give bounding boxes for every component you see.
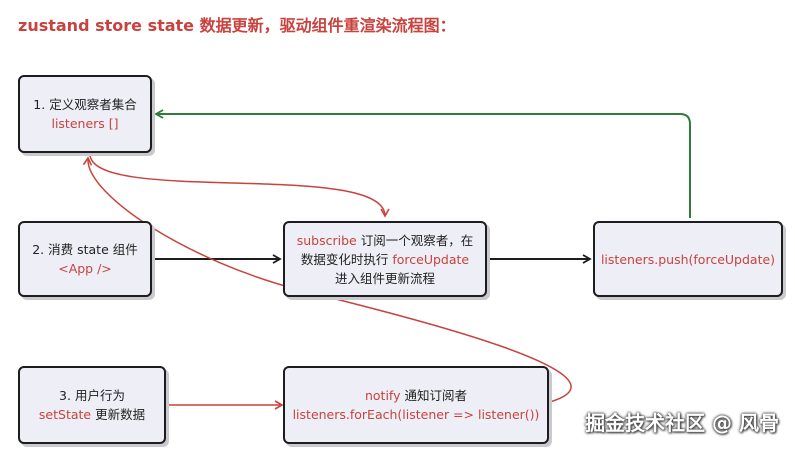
subscribe-keyword: subscribe bbox=[296, 232, 357, 248]
setstate-keyword: setState bbox=[38, 407, 92, 422]
notify-text: 通知订阅者 bbox=[400, 388, 467, 403]
subscribe-text-3: 进入组件更新流程 bbox=[334, 270, 435, 286]
watermark: 掘金技术社区 @ 风骨 bbox=[585, 411, 779, 435]
arrow-listeners-subscribe bbox=[85, 146, 390, 218]
listeners-node-title: 1. 定义观察者集合 bbox=[33, 97, 137, 112]
force-update-keyword: forceUpdate bbox=[392, 251, 470, 267]
user-action-node: 3. 用户行为 setState 更新数据 bbox=[18, 366, 166, 444]
user-action-text: 更新数据 bbox=[91, 407, 146, 422]
user-action-title: 3. 用户行为 bbox=[59, 388, 125, 403]
notify-keyword: notify bbox=[364, 388, 401, 403]
subscribe-node: subscribe 订阅一个观察者，在 数据变化时执行 forceUpdate … bbox=[283, 221, 487, 297]
listeners-node-code: listeners [] bbox=[51, 116, 119, 131]
consume-node-code: <App /> bbox=[58, 261, 112, 276]
push-node: listeners.push(forceUpdate) bbox=[593, 221, 783, 297]
subscribe-text-1: 订阅一个观察者，在 bbox=[356, 232, 474, 248]
arrow-push-to-listeners bbox=[154, 109, 691, 218]
page-title: zustand store state 数据更新，驱动组件重渲染流程图： bbox=[18, 16, 456, 35]
subscribe-text-2: 数据变化时执行 bbox=[300, 251, 393, 267]
push-node-code: listeners.push(forceUpdate) bbox=[600, 251, 776, 267]
notify-node: notify 通知订阅者 listeners.forEach(listener … bbox=[283, 366, 549, 444]
consume-node: 2. 消费 state 组件 <App /> bbox=[18, 221, 152, 297]
listeners-node: 1. 定义观察者集合 listeners [] bbox=[18, 75, 152, 153]
consume-node-title: 2. 消费 state 组件 bbox=[32, 242, 138, 257]
notify-foreach-code: listeners.forEach(listener => listener()… bbox=[292, 407, 540, 422]
